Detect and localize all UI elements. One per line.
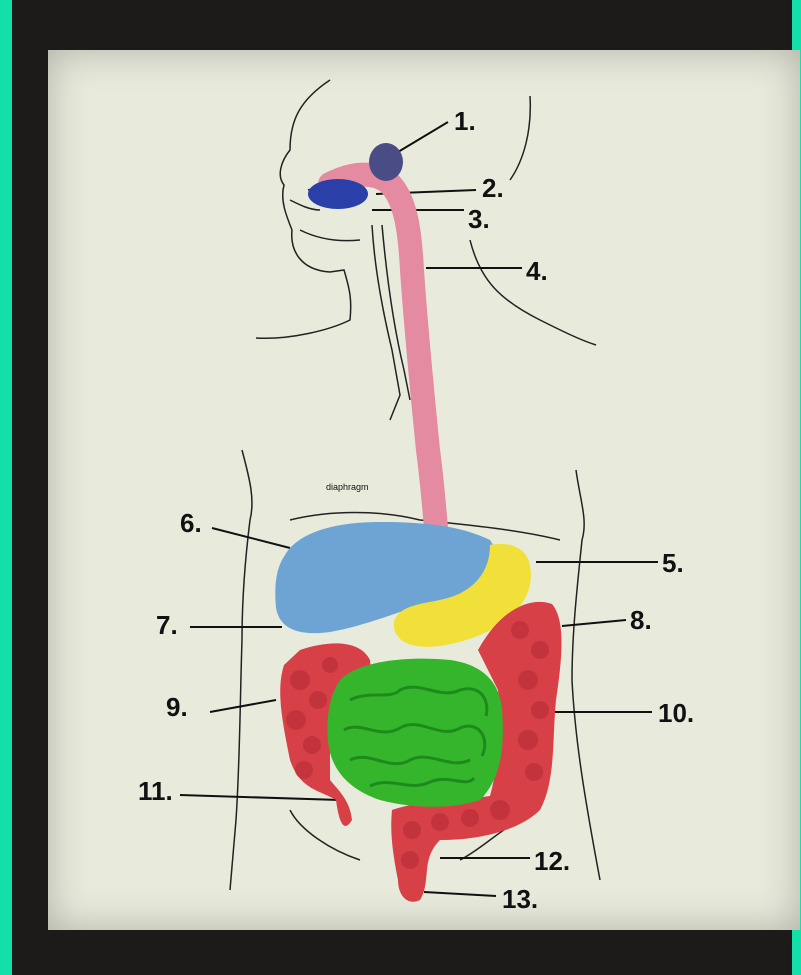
label-10: 10. [658, 698, 694, 729]
nasal-cavity-model [369, 143, 403, 181]
label-9: 9. [166, 692, 188, 723]
diaphragm-label: diaphragm [326, 482, 369, 492]
label-8: 8. [630, 605, 652, 636]
label-13: 13. [502, 884, 538, 915]
label-12: 12. [534, 846, 570, 877]
label-2: 2. [482, 173, 504, 204]
label-1: 1. [454, 106, 476, 137]
tongue-model [308, 179, 368, 209]
esophagus-model [330, 175, 436, 528]
label-3: 3. [468, 204, 490, 235]
label-4: 4. [526, 256, 548, 287]
label-6: 6. [180, 508, 202, 539]
label-5: 5. [662, 548, 684, 579]
label-7: 7. [156, 610, 178, 641]
label-11: 11. [138, 776, 173, 807]
